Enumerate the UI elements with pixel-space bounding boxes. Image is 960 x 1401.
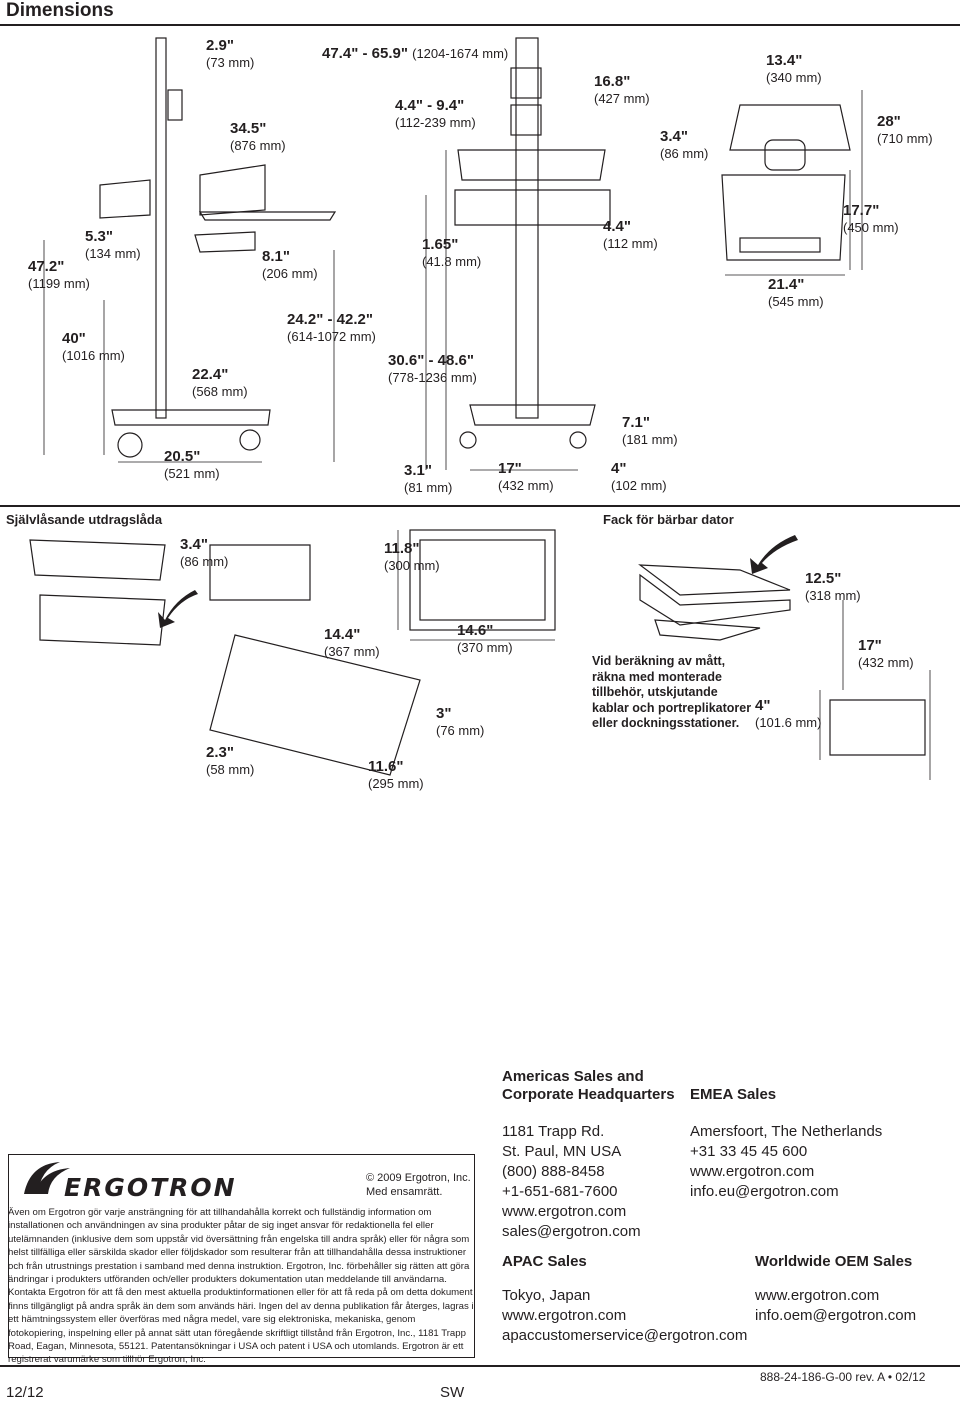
drawer-arrow-icon [158,590,198,628]
dim-label: 17.7"(450 mm) [843,202,899,235]
dim-label: 17"(432 mm) [858,637,914,670]
americas-web-link[interactable]: www.ergotron.com [502,1203,627,1220]
dim-label: 4.4" - 9.4"(112-239 mm) [395,97,476,130]
dim-label: 7.1"(181 mm) [622,414,678,447]
americas-email-link[interactable]: sales@ergotron.com [502,1223,641,1240]
dim-label: 11.6"(295 mm) [368,758,424,791]
top-rule [0,24,960,26]
measurement-note: Vid beräkning av mått, räkna med montera… [592,654,752,730]
dim-label: 3"(76 mm) [436,705,485,738]
dim-label: 30.6" - 48.6"(778-1236 mm) [388,352,477,385]
cart-top-view-drawing [721,90,863,276]
section-heading-laptop-tray: Fack för bärbar dator [603,512,734,527]
ergotron-logo-icon [24,1162,70,1194]
copyright: © 2009 Ergotron, Inc. Med ensamrätt. [366,1172,471,1198]
oem-contact: www.ergotron.com info.oem@ergotron.com [755,1286,916,1326]
dim-label: 12.5"(318 mm) [805,570,861,603]
section-rule [0,505,960,507]
dim-label: 3.4"(86 mm) [660,128,709,161]
tray-arrow-icon [750,535,798,574]
oem-email-link[interactable]: info.oem@ergotron.com [755,1307,917,1324]
dim-label: 20.5"(521 mm) [164,448,220,481]
dim-label: 16.8"(427 mm) [594,73,650,106]
dim-label: 22.4"(568 mm) [192,366,248,399]
legal-text: Även om Ergotron gör varje ansträngning … [8,1207,474,1366]
cart-front-view-drawing [425,37,611,471]
page-number: 12/12 [6,1384,44,1401]
emea-email-link[interactable]: info.eu@ergotron.com [690,1183,839,1200]
document-number: 888-24-186-G-00 rev. A • 02/12 [760,1370,926,1384]
oem-web-link[interactable]: www.ergotron.com [755,1287,880,1304]
dim-label: 14.4"(367 mm) [324,626,380,659]
dim-label: 4"(102 mm) [611,460,667,493]
apac-heading: APAC Sales [502,1253,587,1270]
page-title: Dimensions [6,0,114,21]
emea-web-link[interactable]: www.ergotron.com [690,1163,815,1180]
apac-web-link[interactable]: www.ergotron.com [502,1307,627,1324]
dim-label: 8.1"(206 mm) [262,248,318,281]
emea-heading: EMEA Sales [690,1086,777,1103]
dim-label: 21.4"(545 mm) [768,276,824,309]
dim-label: 13.4"(340 mm) [766,52,822,85]
apac-contact: Tokyo, Japan www.ergotron.com apaccustom… [502,1287,748,1344]
dim-label: 11.8"(300 mm) [384,540,440,573]
americas-heading: Americas Sales and Corporate Headquarter… [502,1068,675,1103]
dim-label: 2.3"(58 mm) [206,744,255,777]
language-code: SW [440,1384,465,1401]
apac-email-link[interactable]: apaccustomerservice@ergotron.com [502,1327,748,1344]
footer-rule [0,1365,960,1367]
americas-contact: 1181 Trapp Rd. St. Paul, MN USA (800) 88… [502,1123,641,1240]
dim-label: 3.1"(81 mm) [404,462,453,495]
ergotron-logo: ERGOTRON [64,1173,237,1202]
dim-label: 1.65"(41.8 mm) [422,236,482,269]
dim-label: 34.5"(876 mm) [230,120,286,153]
dim-label: 47.2"(1199 mm) [28,258,90,291]
dim-label: 14.6"(370 mm) [457,622,513,655]
dim-label: 40"(1016 mm) [62,330,125,363]
dim-label: 28"(710 mm) [877,113,933,146]
dim-label: 2.9"(73 mm) [206,37,255,70]
dim-label: 3.4"(86 mm) [180,536,229,569]
dim-label: 4"(101.6 mm) [755,697,822,730]
drawer-drawing [29,529,556,776]
section-heading-drawer: Självlåsande utdragslåda [6,512,163,527]
dim-label: 5.3"(134 mm) [85,228,141,261]
oem-heading: Worldwide OEM Sales [755,1253,913,1270]
legal-box [8,1154,475,1358]
dim-label: 17"(432 mm) [498,460,554,493]
laptop-tray-drawing [638,564,931,780]
dim-label: 24.2" - 42.2"(614-1072 mm) [287,311,376,344]
dim-label: 4.4"(112 mm) [603,218,658,251]
cart-side-view-drawing [43,37,337,463]
dim-label: 47.4" - 65.9" (1204-1674 mm) [322,45,509,62]
emea-contact: Amersfoort, The Netherlands +31 33 45 45… [690,1123,883,1200]
